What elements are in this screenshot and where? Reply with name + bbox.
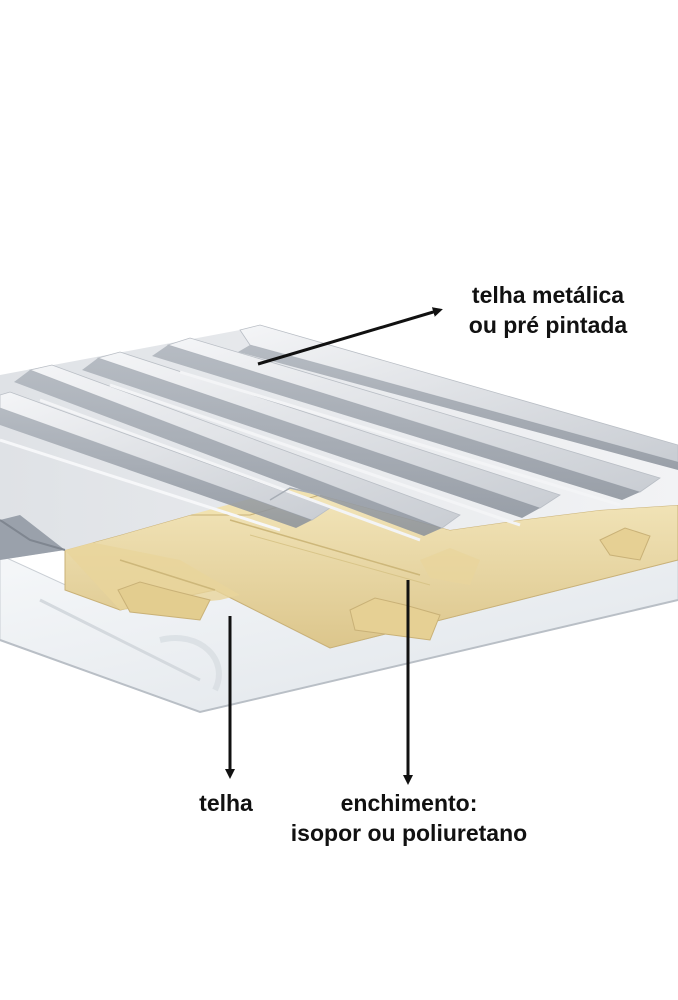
arrows xyxy=(225,307,443,785)
label-top-line2: ou pré pintada xyxy=(469,312,628,338)
arrow-top-metal xyxy=(257,307,443,366)
label-foam-line2: isopor ou poliuretano xyxy=(291,820,527,846)
labels: telha metálica ou pré pintada telha ench… xyxy=(199,282,627,846)
top-metal-sheet xyxy=(0,324,678,560)
label-top-line1: telha metálica xyxy=(472,282,624,308)
label-bottom-sheet: telha xyxy=(199,790,253,816)
label-foam-line1: enchimento: xyxy=(341,790,478,816)
